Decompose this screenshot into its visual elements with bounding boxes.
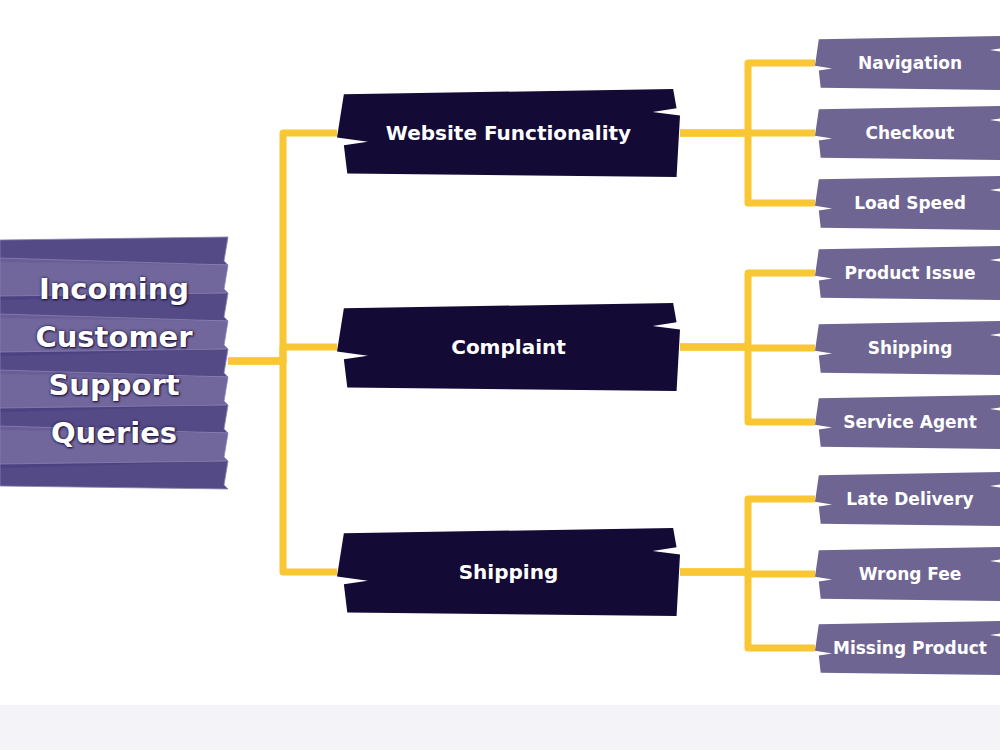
tape-fill: [815, 246, 1000, 300]
footer-band: [0, 705, 1000, 750]
subcategory-label: Late Delivery: [846, 489, 973, 510]
subcategory-box: Checkout: [815, 106, 1000, 160]
root-box: Incoming Customer Support Queries: [0, 235, 228, 487]
subcategory-box: Load Speed: [815, 176, 1000, 230]
subcategory-box: Late Delivery: [815, 472, 1000, 526]
category-label: Complaint: [451, 335, 566, 359]
category-box: Complaint: [337, 303, 680, 391]
subcategory-label: Missing Product: [833, 638, 987, 659]
tree-connector: [680, 499, 815, 572]
tape-fill: [815, 176, 1000, 230]
tree-connector: [228, 133, 337, 361]
tape-fill: [337, 89, 680, 177]
subcategory-label: Load Speed: [854, 193, 966, 214]
subcategory-label: Wrong Fee: [859, 564, 962, 585]
tape-fill: [815, 472, 1000, 526]
tree-connector: [680, 133, 815, 203]
tape-fill: [815, 395, 1000, 449]
tape-stripe: [0, 461, 228, 489]
subcategory-box: Service Agent: [815, 395, 1000, 449]
subcategory-label: Product Issue: [844, 263, 975, 284]
category-label: Website Functionality: [386, 121, 631, 145]
category-box: Shipping: [337, 528, 680, 616]
subcategory-box: Wrong Fee: [815, 547, 1000, 601]
subcategory-box: Navigation: [815, 36, 1000, 90]
tree-connector: [680, 572, 815, 648]
tree-connector: [228, 361, 337, 572]
subcategory-box: Shipping: [815, 321, 1000, 375]
tape-fill: [815, 547, 1000, 601]
root-label: Incoming Customer Support Queries: [19, 265, 209, 457]
tape-fill: [815, 321, 1000, 375]
tape-fill: [337, 303, 680, 391]
tree-connector: [680, 63, 815, 133]
tree-connector: [680, 273, 815, 347]
subcategory-box: Product Issue: [815, 246, 1000, 300]
subcategory-label: Service Agent: [843, 412, 977, 433]
tape-fill: [815, 621, 1000, 675]
tape-fill: [815, 106, 1000, 160]
subcategory-label: Navigation: [858, 53, 962, 74]
category-box: Website Functionality: [337, 89, 680, 177]
tree-connector: [680, 347, 815, 422]
subcategory-box: Missing Product: [815, 621, 1000, 675]
subcategory-label: Shipping: [868, 338, 953, 359]
category-label: Shipping: [459, 560, 559, 584]
tape-fill: [337, 528, 680, 616]
tape-fill: [815, 36, 1000, 90]
subcategory-label: Checkout: [866, 123, 955, 144]
